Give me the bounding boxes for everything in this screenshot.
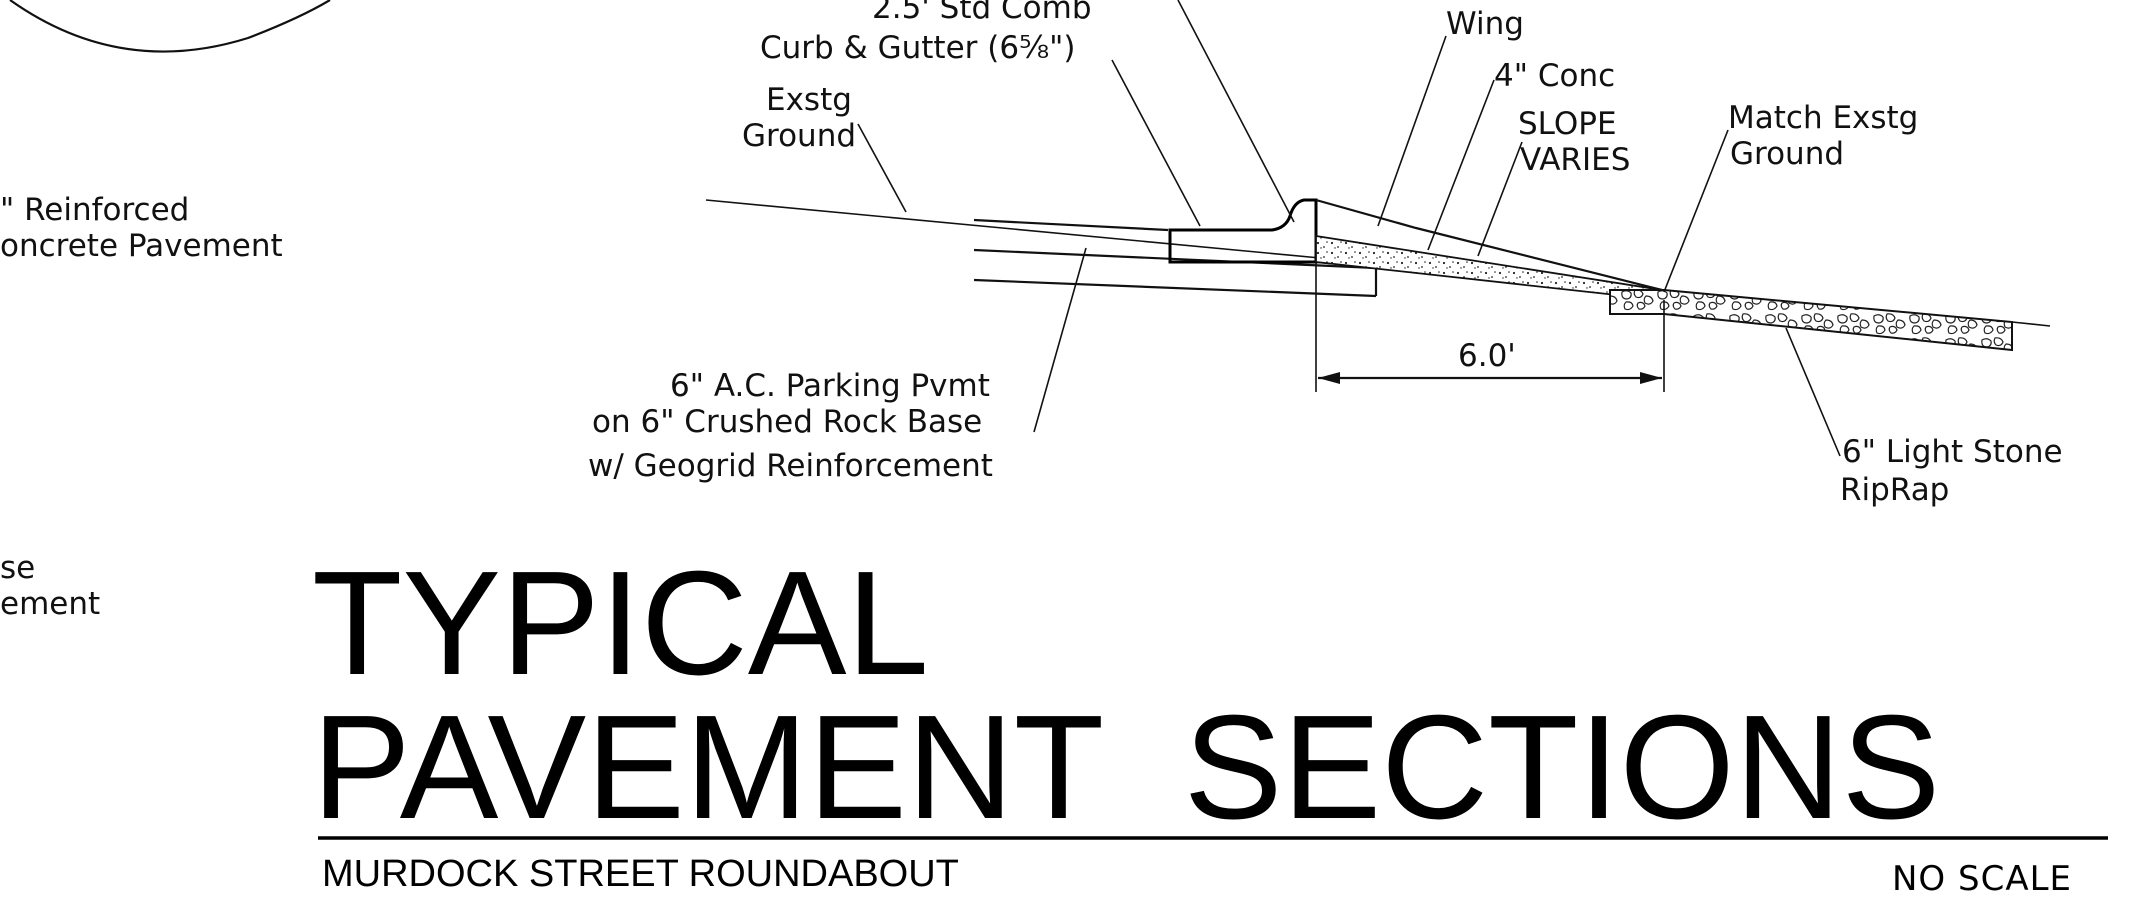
ac-pavement-bottom	[973, 248, 1377, 270]
leader-riprap	[1785, 327, 1841, 457]
label-exstg-line1: Exstg	[766, 82, 852, 118]
riprap-stone	[1609, 289, 2013, 352]
label-curb-top: 2.5' Std Comb	[872, 0, 1092, 26]
note-reinforced-line1: " Reinforced	[0, 192, 189, 228]
leader-wing	[1377, 35, 1447, 227]
label-riprap-line1: 6" Light Stone	[1842, 434, 2063, 470]
leader-curb-gutter	[1111, 59, 1201, 227]
title-line1: TYPICAL	[312, 541, 929, 706]
scale-note: NO SCALE	[1892, 859, 2072, 899]
dimension-label: 6.0'	[1458, 338, 1516, 374]
label-match-line1: Match Exstg	[1728, 100, 1918, 136]
project-name: MURDOCK STREET ROUNDABOUT	[322, 853, 959, 895]
existing-ground-line	[705, 199, 1321, 259]
note-partial-line2: ement	[0, 586, 100, 622]
label-ac-line3: w/ Geogrid Reinforcement	[588, 448, 993, 484]
leader-curb-top	[1177, 0, 1295, 223]
label-conc: 4" Conc	[1494, 58, 1615, 94]
label-ac-line2: on 6" Crushed Rock Base	[592, 404, 982, 440]
label-ac-line1: 6" A.C. Parking Pvmt	[670, 368, 990, 404]
label-exstg-line2: Ground	[742, 118, 856, 154]
label-riprap-line2: RipRap	[1840, 472, 1949, 508]
label-slope-line1: SLOPE	[1518, 106, 1617, 142]
rock-base-bottom	[973, 278, 1377, 298]
dim-arrow-right	[1640, 372, 1662, 384]
title-line2: PAVEMENT SECTIONS	[312, 685, 1940, 850]
note-partial-line1: se	[0, 550, 35, 586]
leader-exstg-ground	[857, 123, 907, 213]
label-curb-gutter: Curb & Gutter (6⅝")	[760, 30, 1075, 66]
ac-pavement-top	[973, 218, 1169, 232]
label-wing: Wing	[1446, 6, 1524, 42]
label-slope-line2: VARIES	[1520, 142, 1630, 178]
leader-match	[1663, 129, 1729, 293]
dim-arrow-left	[1318, 372, 1340, 384]
match-ground-line	[2011, 321, 2051, 327]
leader-conc	[1427, 79, 1495, 251]
label-match-line2: Ground	[1730, 136, 1844, 172]
circle-arc-fragment	[9, 0, 331, 53]
note-reinforced-line2: oncrete Pavement	[0, 228, 283, 264]
leader-slope	[1477, 141, 1523, 257]
leader-ac-pavement	[1033, 247, 1087, 433]
